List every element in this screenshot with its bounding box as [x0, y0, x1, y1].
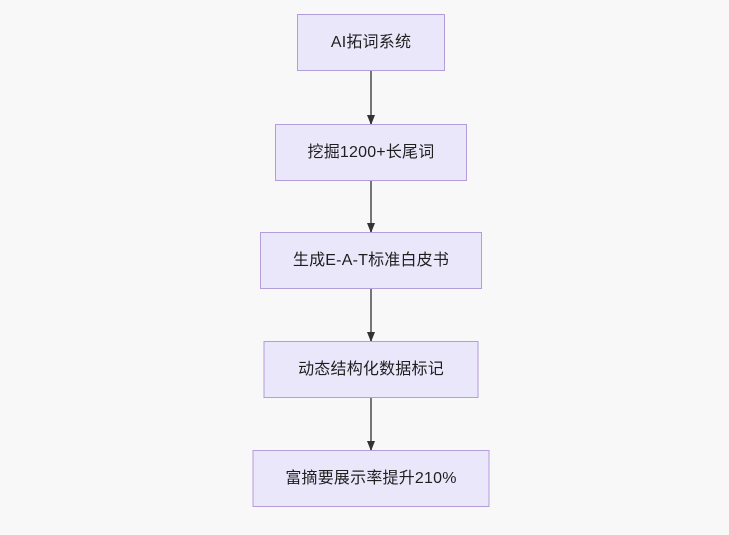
node-label: 生成E-A-T标准白皮书 — [292, 251, 450, 269]
node-label: AI拓词系统 — [330, 33, 412, 51]
flowchart-node-ai-keyword-system[interactable]: AI拓词系统 — [297, 14, 445, 71]
node-label: 富摘要展示率提升210% — [285, 469, 457, 487]
flowchart-node-dynamic-structured-data-markup[interactable]: 动态结构化数据标记 — [263, 341, 479, 398]
node-label: 动态结构化数据标记 — [298, 360, 444, 378]
flowchart-node-rich-snippet-impression-lift[interactable]: 富摘要展示率提升210% — [252, 450, 490, 507]
flowchart-node-mine-longtail-keywords[interactable]: 挖掘1200+长尾词 — [275, 124, 467, 181]
flowchart-node-generate-eat-whitepaper[interactable]: 生成E-A-T标准白皮书 — [260, 232, 482, 289]
node-label: 挖掘1200+长尾词 — [307, 143, 435, 161]
